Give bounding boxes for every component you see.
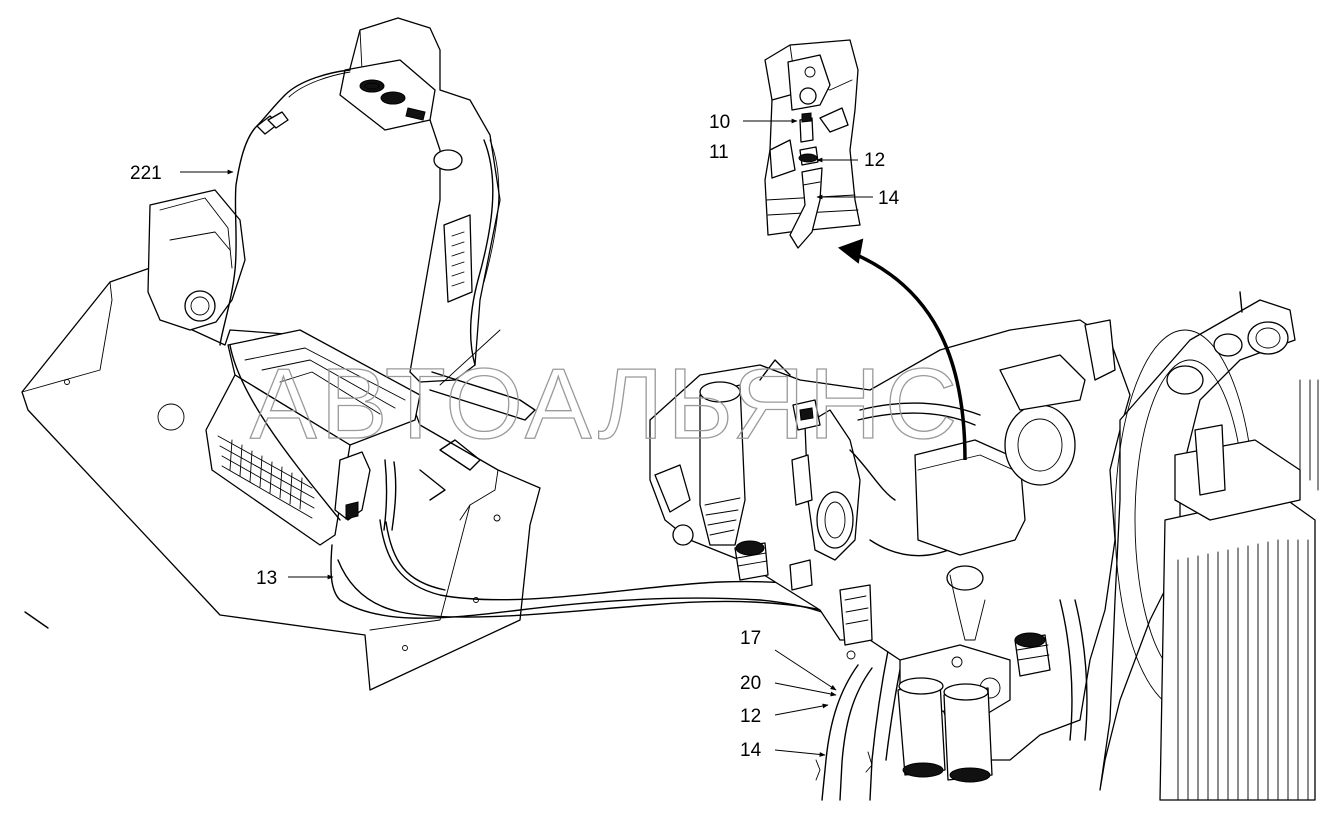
callout-11: 11 <box>709 142 729 163</box>
callout-12-top: 12 <box>864 150 885 171</box>
wiring-harness <box>219 69 351 346</box>
watermark-text: АВТОАЛЬЯНС <box>250 348 961 460</box>
radiator-and-fan-drawing <box>1099 291 1319 801</box>
callout-20: 20 <box>740 673 761 694</box>
callout-labels: 221 13 10 11 12 14 17 20 12 14 <box>130 112 900 761</box>
callout-221: 221 <box>130 163 162 184</box>
callout-10: 10 <box>709 112 730 133</box>
radiator-fins <box>1177 379 1319 801</box>
engine-assembly-drawing <box>649 319 1131 783</box>
callout-12-bottom: 12 <box>740 706 761 727</box>
callout-13: 13 <box>256 568 277 589</box>
callout-14-bottom: 14 <box>740 740 762 761</box>
callout-14-top: 14 <box>878 188 900 209</box>
callout-17: 17 <box>740 628 761 649</box>
callout-leaders <box>180 118 873 757</box>
cab-panel-drawing <box>21 17 541 691</box>
heater-grille <box>217 435 315 519</box>
inset-detail-drawing <box>764 39 967 461</box>
